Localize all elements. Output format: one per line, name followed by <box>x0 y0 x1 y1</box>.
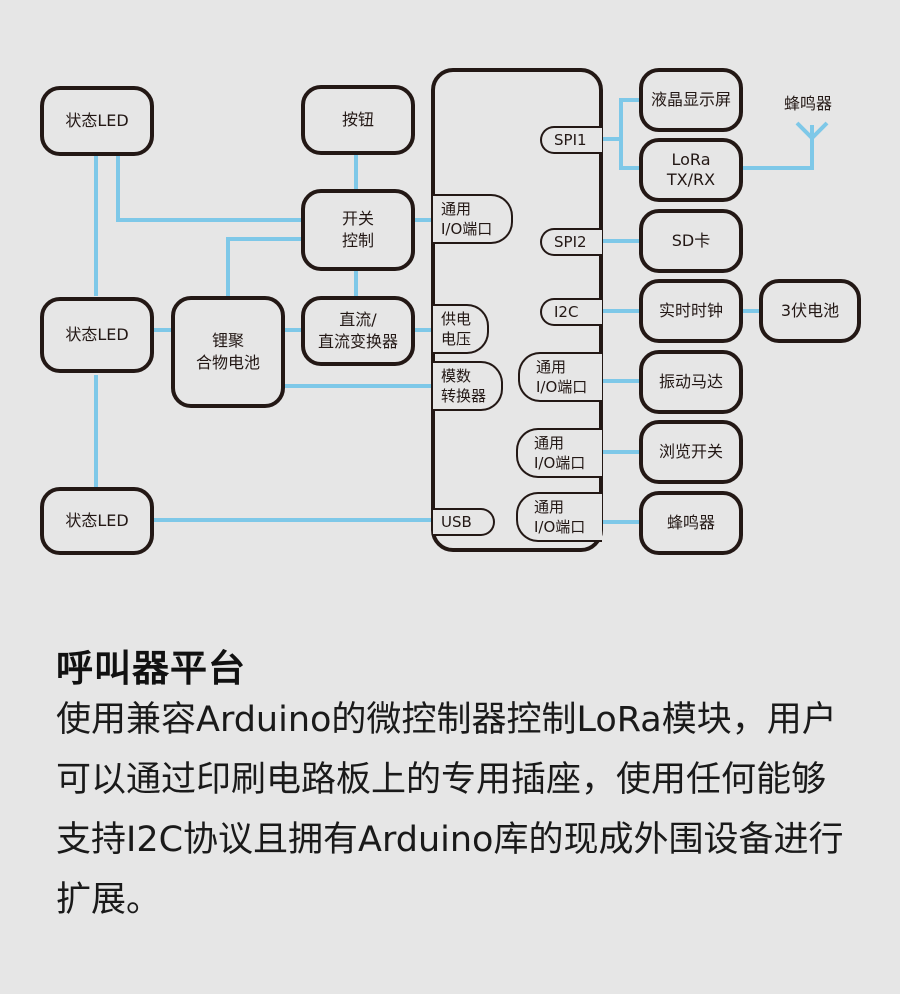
connection-lines <box>94 98 829 524</box>
mcu-port-gpio-left: 通用 I/O端口 <box>433 194 513 244</box>
lcd-label: 液晶显示屏 <box>650 90 731 109</box>
status-led-top-block: 状态LED <box>40 86 154 156</box>
gpio-left-label-2: I/O端口 <box>441 220 493 238</box>
gpio-right-2-label-1: 通用 <box>534 434 565 452</box>
gpio-right-2-label-2: I/O端口 <box>534 454 586 472</box>
mcu-port-supply-voltage: 供电 电压 <box>433 304 489 354</box>
line-lora-to-antenna <box>741 125 814 170</box>
gpio-right-3-label-2: I/O端口 <box>534 518 586 536</box>
lipo-battery-label-2: 合物电池 <box>195 353 260 372</box>
gpio-left-label-1: 通用 <box>441 200 472 218</box>
sd-card-block: SD卡 <box>639 209 743 273</box>
battery-3v-label: 3伏电池 <box>780 301 840 320</box>
dcdc-converter-label-1: 直流/ <box>339 310 377 329</box>
browse-switch-block: 浏览开关 <box>639 420 743 484</box>
mcu-port-spi2: SPI2 <box>540 228 602 256</box>
mcu-port-gpio-right-1: 通用 I/O端口 <box>518 352 602 402</box>
rtc-block: 实时时钟 <box>639 279 743 343</box>
line-spi1-to-lora <box>619 139 641 170</box>
vibration-motor-block: 振动马达 <box>639 350 743 414</box>
mcu-port-i2c: I2C <box>540 298 602 326</box>
gpio-right-1-label-2: I/O端口 <box>536 378 588 396</box>
lora-label-2: TX/RX <box>666 170 716 189</box>
line-led-top-to-switch <box>116 155 302 222</box>
lipo-battery-label-1: 锂聚 <box>211 331 244 350</box>
supply-voltage-label-2: 电压 <box>441 330 472 348</box>
rtc-label: 实时时钟 <box>658 301 723 320</box>
buzzer-block: 蜂鸣器 <box>639 491 743 555</box>
status-led-top-label: 状态LED <box>65 111 129 130</box>
i2c-label: I2C <box>554 303 579 321</box>
button-label: 按钮 <box>341 110 374 129</box>
battery-3v-block: 3伏电池 <box>759 279 861 343</box>
spi1-label: SPI1 <box>554 131 587 149</box>
usb-label: USB <box>441 513 472 531</box>
lora-label-1: LoRa <box>671 150 711 169</box>
buzzer-label: 蜂鸣器 <box>666 513 715 532</box>
status-led-bottom-block: 状态LED <box>40 487 154 555</box>
lipo-battery-block: 锂聚 合物电池 <box>171 296 285 408</box>
gpio-right-1-label-1: 通用 <box>536 358 567 376</box>
caption-body: 使用兼容Arduino的微控制器控制LoRa模块，用户可以通过印刷电路板上的专用… <box>56 700 844 920</box>
sd-card-label: SD卡 <box>671 231 711 250</box>
gpio-right-3-label-1: 通用 <box>534 498 565 516</box>
status-led-mid-block: 状态LED <box>40 297 154 373</box>
mcu-port-usb: USB <box>433 508 495 536</box>
lcd-block: 液晶显示屏 <box>639 68 743 132</box>
mcu-port-gpio-right-3: 通用 I/O端口 <box>516 492 602 542</box>
mcu-port-adc: 模数 转换器 <box>433 361 503 411</box>
dcdc-converter-label-2: 直流变换器 <box>317 332 398 351</box>
spi2-label: SPI2 <box>554 233 587 251</box>
dcdc-converter-block: 直流/ 直流变换器 <box>301 296 415 366</box>
adc-label-1: 模数 <box>441 367 472 385</box>
status-led-bottom-label: 状态LED <box>65 511 129 530</box>
switch-control-block: 开关 控制 <box>301 189 415 271</box>
browse-switch-label: 浏览开关 <box>658 442 723 461</box>
supply-voltage-label-1: 供电 <box>441 310 472 328</box>
lora-block: LoRa TX/RX <box>639 138 743 202</box>
switch-control-label-2: 控制 <box>341 231 374 250</box>
status-led-mid-label: 状态LED <box>65 325 129 344</box>
line-battery-to-switch <box>226 237 302 297</box>
adc-label-2: 转换器 <box>441 387 487 405</box>
mcu-port-spi1: SPI1 <box>540 126 602 154</box>
antenna-icon <box>795 121 829 141</box>
switch-control-label-1: 开关 <box>341 209 374 228</box>
mcu-port-gpio-right-2: 通用 I/O端口 <box>516 428 602 478</box>
vibration-motor-label: 振动马达 <box>658 372 723 391</box>
button-block: 按钮 <box>301 85 415 155</box>
line-spi1-to-lcd <box>619 98 641 139</box>
caption-title: 呼叫器平台 <box>56 647 246 690</box>
antenna-label: 蜂鸣器 <box>784 94 833 113</box>
